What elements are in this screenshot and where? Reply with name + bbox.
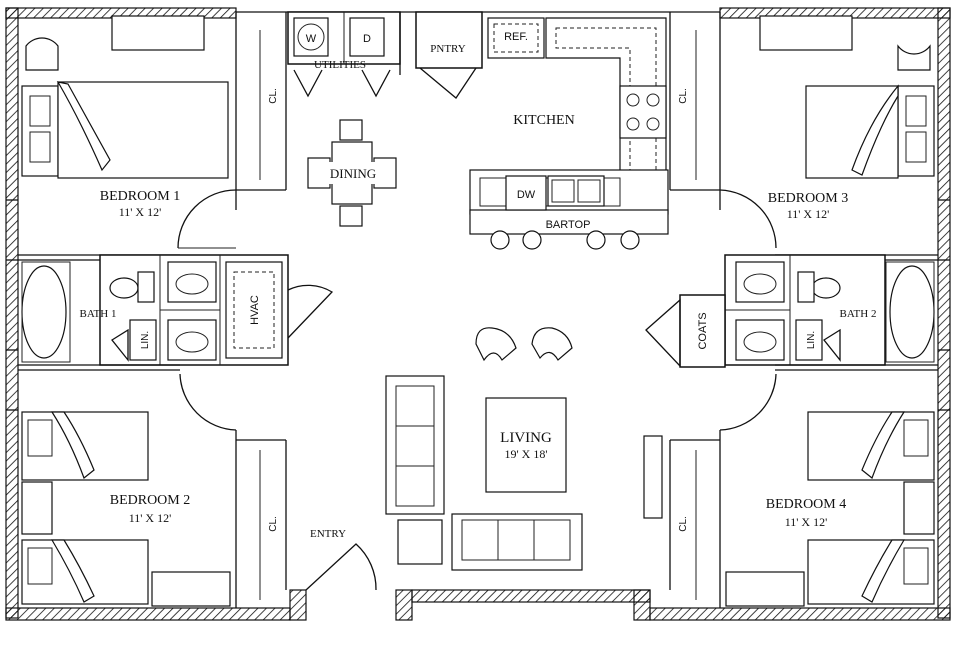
entry-name: ENTRY (310, 528, 346, 540)
sink-bath-1b (167, 319, 217, 361)
utilities-name: UTILITIES (314, 59, 366, 71)
bath-2-name: BATH 2 (840, 308, 877, 320)
linen-bath-1 (129, 319, 157, 361)
kitchen-name: KITCHEN (513, 113, 574, 128)
linen-1-label: LIN. (140, 331, 151, 349)
living-name: LIVING (500, 430, 552, 446)
refrigerator-label: REF. (504, 31, 528, 43)
bedroom-3-name: BEDROOM 3 (768, 191, 849, 206)
dryer-label: D (363, 33, 371, 45)
stove (619, 85, 667, 139)
toilet-bath-2 (811, 277, 841, 299)
dishwasher (505, 175, 547, 211)
chair-bedroom-1 (25, 37, 59, 71)
closet-3-label: CL. (678, 88, 689, 104)
washer-label: W (306, 33, 317, 45)
dresser-bedroom-3 (897, 85, 935, 177)
refrigerator (487, 17, 545, 59)
bedroom-3-size: 11' X 12' (787, 207, 830, 221)
tub-bath-1 (21, 265, 67, 359)
desk-bedroom-2 (151, 571, 231, 607)
bedroom-2-name: BEDROOM 2 (110, 493, 191, 508)
chair-bedroom-3 (897, 44, 931, 71)
exterior-walls (5, 7, 951, 621)
coats-label: COATS (697, 312, 709, 349)
sofa-left (385, 375, 445, 515)
dishwasher-label: DW (517, 189, 536, 201)
closet-4-label: CL. (678, 516, 689, 532)
closet-2-label: CL. (268, 516, 279, 532)
bed-bedroom-3 (805, 85, 899, 179)
end-table (397, 519, 443, 565)
bedroom-1-name: BEDROOM 1 (100, 189, 181, 204)
bath-1-name: BATH 1 (80, 308, 117, 320)
desk-bedroom-3 (759, 15, 853, 51)
hvac-label: HVAC (249, 295, 261, 325)
desk-bedroom-4 (725, 571, 805, 607)
kitchen-sink (547, 175, 605, 207)
bedroom-1-size: 11' X 12' (119, 205, 162, 219)
sink-bath-2b (735, 319, 785, 361)
sink-bath-1a (167, 261, 217, 303)
coffee-table (485, 397, 567, 493)
linen-2-label: LIN. (806, 331, 817, 349)
sink-bath-2a (735, 261, 785, 303)
armchair-1 (475, 327, 517, 362)
fixtures (21, 15, 935, 607)
linen-bath-2 (795, 319, 823, 361)
tv-stand (643, 435, 663, 519)
dresser-bedroom-1 (21, 85, 59, 177)
bedroom-2-size: 11' X 12' (129, 511, 172, 525)
closet-1-label: CL. (268, 88, 279, 104)
pantry-name: PNTRY (430, 43, 466, 55)
nightstand-bedroom-2 (21, 481, 53, 535)
room-labels: BEDROOM 1 11' X 12' BEDROOM 3 11' X 12' … (80, 31, 877, 540)
tub-bath-2 (889, 265, 935, 359)
dining-name: DINING (330, 166, 376, 181)
toilet-bath-1 (109, 277, 139, 299)
armchair-2 (531, 327, 573, 361)
living-size: 19' X 18' (505, 447, 548, 461)
bartop-label: BARTOP (546, 219, 591, 231)
nightstand-bedroom-4 (903, 481, 935, 535)
sofa-bottom (451, 513, 583, 571)
hvac (225, 261, 283, 359)
bedroom-4-name: BEDROOM 4 (766, 497, 847, 512)
bedroom-4-size: 11' X 12' (785, 515, 828, 529)
desk-bedroom-1 (111, 15, 205, 51)
dryer (349, 17, 385, 57)
